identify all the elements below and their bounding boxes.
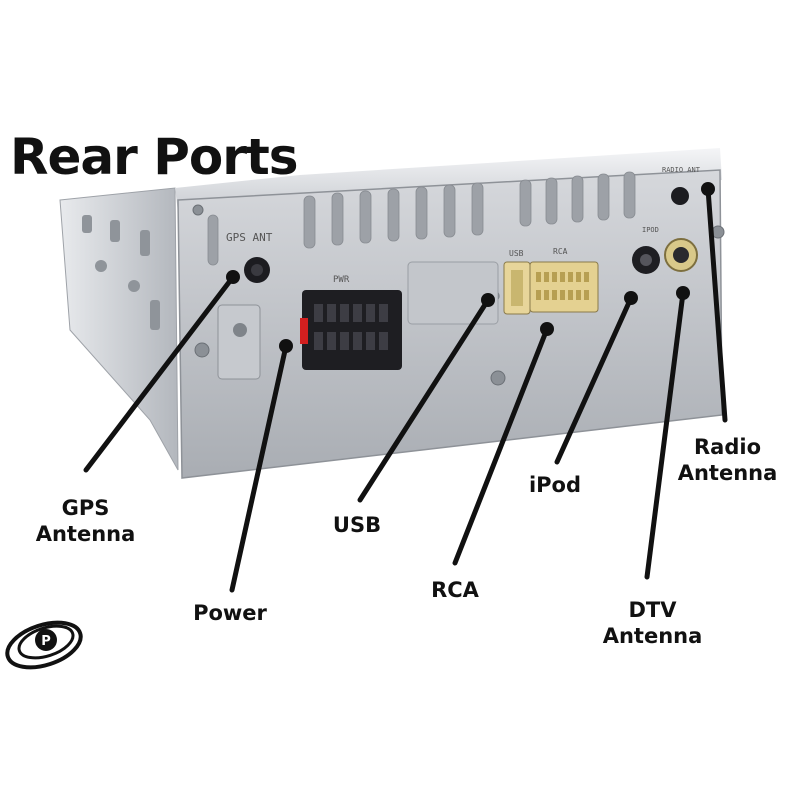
marking-ipod: IPOD [642, 226, 659, 234]
mounting-bracket [217, 304, 261, 380]
rca-connector [529, 261, 599, 313]
logo-letter: P [41, 634, 51, 649]
chassis-side-panel [59, 187, 179, 471]
label-ipod: iPod [528, 473, 582, 497]
usb-cover-plate [407, 261, 499, 325]
page-title: Rear Ports [10, 128, 299, 186]
marking-usb: USB [509, 249, 524, 258]
label-power: Power [193, 601, 267, 625]
power-connector [302, 290, 402, 370]
side-panel-holes [82, 215, 160, 330]
brand-swirl-logo: P [5, 620, 83, 670]
marking-gps-ant: GPS ANT [226, 231, 273, 244]
marking-pwr: PWR [333, 275, 350, 285]
marking-rca: RCA [553, 247, 568, 256]
power-connector-red-latch [300, 318, 308, 344]
radio-antenna-jack [671, 187, 689, 205]
marking-radio-ant: RADIO ANT [662, 166, 701, 174]
label-usb: USB [332, 513, 382, 537]
callout-lines [83, 182, 728, 593]
label-rca: RCA [431, 578, 479, 602]
vent-slots [207, 171, 636, 266]
